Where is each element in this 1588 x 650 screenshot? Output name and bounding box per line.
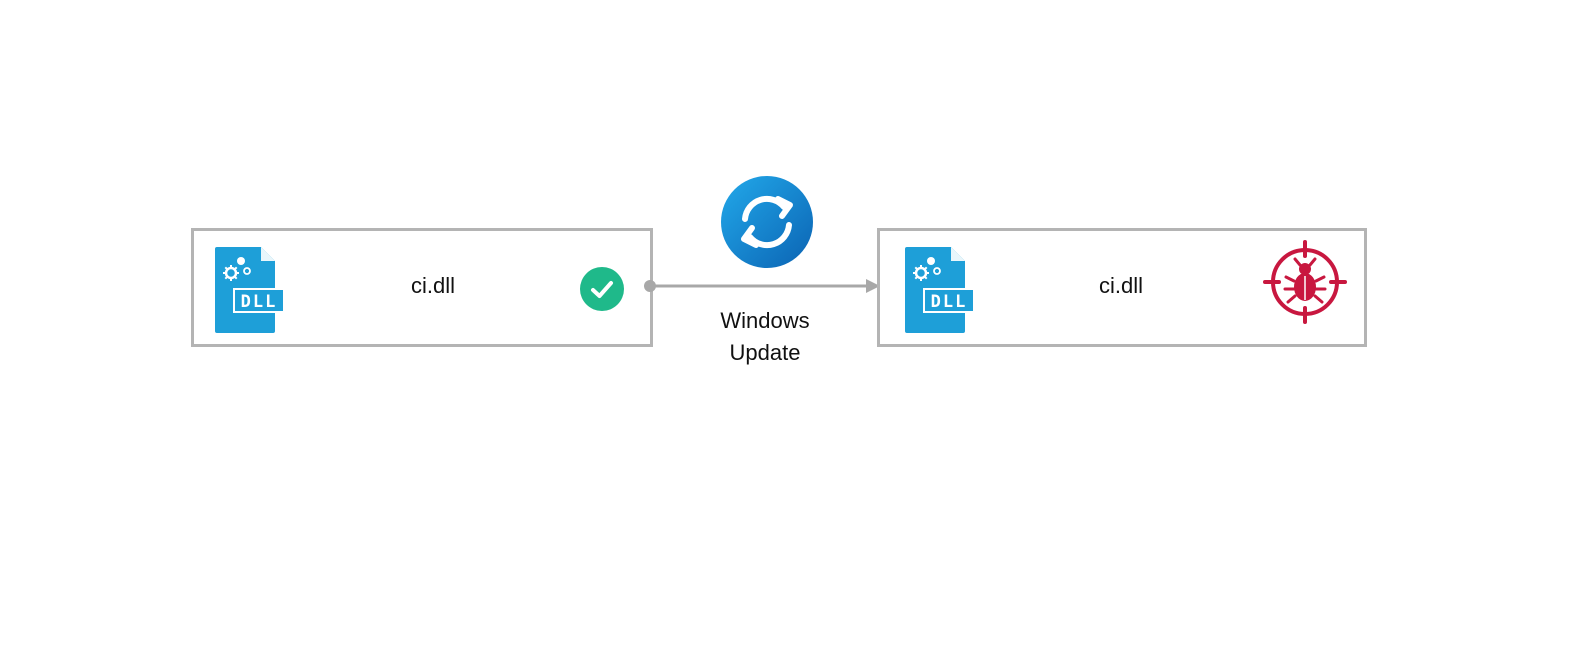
update-label-line1: Windows (720, 308, 810, 333)
check-circle-icon (580, 267, 624, 311)
sync-icon (721, 176, 813, 268)
update-label-line2: Update (729, 340, 801, 365)
dll-file-icon: DLL (215, 247, 285, 333)
source-file-name: ci.dll (411, 273, 456, 298)
target-file-name: ci.dll (1099, 273, 1144, 298)
target-file-box: DLL ci.dll (877, 228, 1367, 347)
update-label: Windows Update (700, 305, 830, 369)
dll-file-icon: DLL (905, 247, 975, 333)
dll-icon-label: DLL (931, 292, 968, 312)
bug-target-icon (1263, 240, 1347, 324)
source-file-box: DLL ci.dll (191, 228, 653, 347)
update-arrow (644, 279, 880, 293)
dll-icon-label: DLL (241, 292, 278, 312)
